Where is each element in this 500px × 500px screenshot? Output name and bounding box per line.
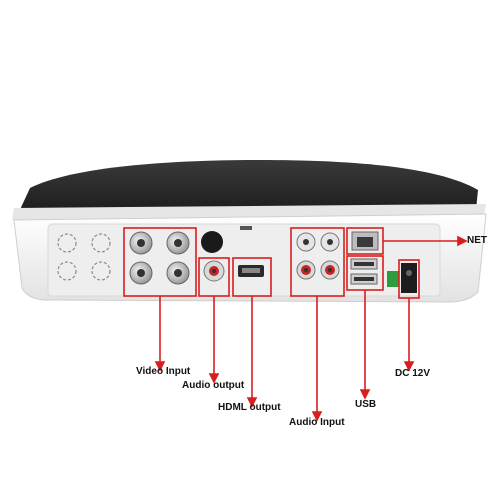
audio-output-rca bbox=[203, 260, 225, 282]
bnc-video-connectors bbox=[129, 231, 190, 285]
label-hdml-output: HDML output bbox=[218, 402, 281, 413]
label-dc: DC 12V bbox=[395, 368, 431, 379]
label-usb: USB bbox=[355, 399, 377, 410]
label-video-input: Video Input bbox=[136, 366, 191, 377]
audio-input-rca bbox=[296, 232, 340, 280]
label-audio-output: Audio output bbox=[182, 380, 245, 391]
small-slot bbox=[240, 226, 252, 230]
leader-lines bbox=[154, 235, 468, 422]
label-net: NET bbox=[467, 235, 487, 246]
dc-power-jack bbox=[401, 263, 417, 293]
hdmi-port bbox=[238, 265, 264, 277]
rj45-net-port bbox=[351, 231, 379, 251]
usb-ports bbox=[350, 258, 378, 285]
rear-panel bbox=[47, 223, 441, 297]
vent-grille bbox=[57, 233, 111, 281]
terminal-block bbox=[387, 271, 399, 287]
round-port bbox=[201, 231, 223, 253]
dvr-lid bbox=[18, 160, 478, 214]
label-audio-input: Audio Input bbox=[289, 417, 345, 428]
